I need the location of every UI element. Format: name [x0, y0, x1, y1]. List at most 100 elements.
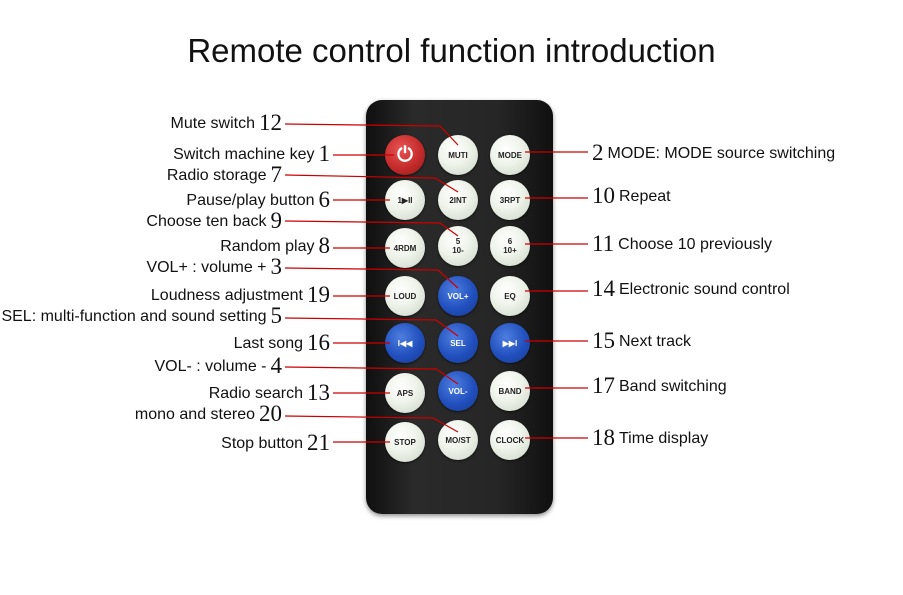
- int-button-label: 2INT: [449, 195, 467, 205]
- label-text: Choose 10 previously: [618, 236, 773, 253]
- mode-button-label: MODE: [498, 150, 522, 160]
- aps-button[interactable]: APS: [385, 373, 425, 413]
- label-text: VOL+ : volume +: [146, 259, 267, 276]
- random-button[interactable]: 4RDM: [385, 228, 425, 268]
- play-pause-button[interactable]: 1▶II: [385, 180, 425, 220]
- label-text: Next track: [619, 333, 692, 350]
- mono-stereo-button[interactable]: MO/ST: [438, 420, 478, 460]
- ten-forward-bottom: 10+: [503, 246, 517, 255]
- label-number: 2: [592, 140, 604, 165]
- band-button-label: BAND: [498, 386, 522, 396]
- mono-stereo-button-label: MO/ST: [445, 435, 471, 445]
- label-number: 1: [318, 141, 331, 166]
- sel-button[interactable]: SEL: [438, 323, 478, 363]
- label-text: Radio search: [208, 385, 303, 402]
- next-icon: ▶▶I: [502, 338, 518, 348]
- label-text: Electronic sound control: [619, 281, 790, 298]
- leader-vol-minus: [284, 366, 459, 385]
- mode-button[interactable]: MODE: [490, 135, 530, 175]
- loud-button[interactable]: LOUD: [385, 276, 425, 316]
- mute-button-label: MUTI: [448, 150, 468, 160]
- repeat-button[interactable]: 3RPT: [490, 180, 530, 220]
- label-text: Stop button: [221, 435, 303, 452]
- label-text: SEL: multi-function and sound setting: [1, 308, 267, 325]
- label-number: 19: [307, 282, 330, 307]
- previous-button[interactable]: I◀◀: [385, 323, 425, 363]
- label-text: MODE: MODE source switching: [607, 145, 836, 162]
- label-number: 14: [592, 276, 615, 301]
- page-title: Remote control function introduction: [187, 32, 716, 69]
- clock-button-label: CLOCK: [495, 435, 525, 445]
- ten-back-top: 5: [455, 237, 461, 246]
- label-number: 16: [307, 330, 330, 355]
- int-button[interactable]: 2INT: [438, 180, 478, 220]
- label-text: VOL- : volume -: [154, 358, 267, 375]
- label-number: 3: [270, 254, 283, 279]
- volume-up-button-label: VOL+: [447, 291, 469, 301]
- label-text: Radio storage: [166, 167, 267, 184]
- label-number: 4: [270, 353, 283, 378]
- label-text: mono and stereo: [134, 406, 255, 423]
- clock-button[interactable]: CLOCK: [490, 420, 530, 460]
- label-text: Loudness adjustment: [150, 287, 303, 304]
- leader-radio-storage: [284, 174, 459, 193]
- play-pause-button-label: 1▶II: [397, 195, 413, 205]
- volume-down-button[interactable]: VOL-: [438, 371, 478, 411]
- ten-back-bottom: 10-: [452, 246, 464, 255]
- repeat-button-label: 3RPT: [499, 195, 521, 205]
- label-text: Band switching: [619, 378, 727, 395]
- label-text: Choose ten back: [146, 213, 267, 230]
- leader-vol-plus: [284, 267, 459, 289]
- label-text: Mute switch: [170, 115, 255, 132]
- label-vol-plus: VOL+ : volume +3: [146, 254, 286, 279]
- leader-mute: [284, 123, 459, 146]
- label-vol-minus: VOL- : volume -4: [154, 353, 286, 378]
- label-number: 8: [318, 233, 331, 258]
- next-button[interactable]: ▶▶I: [490, 323, 530, 363]
- label-number: 20: [259, 401, 282, 426]
- label-number: 10: [592, 183, 615, 208]
- eq-button[interactable]: EQ: [490, 276, 530, 316]
- stop-button-label: STOP: [394, 437, 416, 447]
- volume-up-button[interactable]: VOL+: [438, 276, 478, 316]
- stop-button[interactable]: STOP: [385, 422, 425, 462]
- volume-down-button-label: VOL-: [448, 386, 468, 396]
- label-text: Last song: [233, 335, 303, 352]
- label-number: 9: [270, 208, 283, 233]
- label-number: 13: [307, 380, 330, 405]
- label-text: Time display: [619, 430, 709, 447]
- label-number: 18: [592, 425, 615, 450]
- label-number: 15: [592, 328, 615, 353]
- sel-button-label: SEL: [450, 338, 466, 348]
- mute-button[interactable]: MUTI: [438, 135, 478, 175]
- random-button-label: 4RDM: [393, 243, 417, 253]
- previous-icon: I◀◀: [397, 338, 413, 348]
- band-button[interactable]: BAND: [490, 371, 530, 411]
- leader-sel: [284, 317, 459, 337]
- label-number: 7: [270, 162, 283, 187]
- label-text: Random play: [220, 238, 315, 255]
- loud-button-label: LOUD: [393, 291, 417, 301]
- label-number: 11: [592, 231, 615, 256]
- label-number: 6: [318, 187, 331, 212]
- eq-button-label: EQ: [504, 291, 516, 301]
